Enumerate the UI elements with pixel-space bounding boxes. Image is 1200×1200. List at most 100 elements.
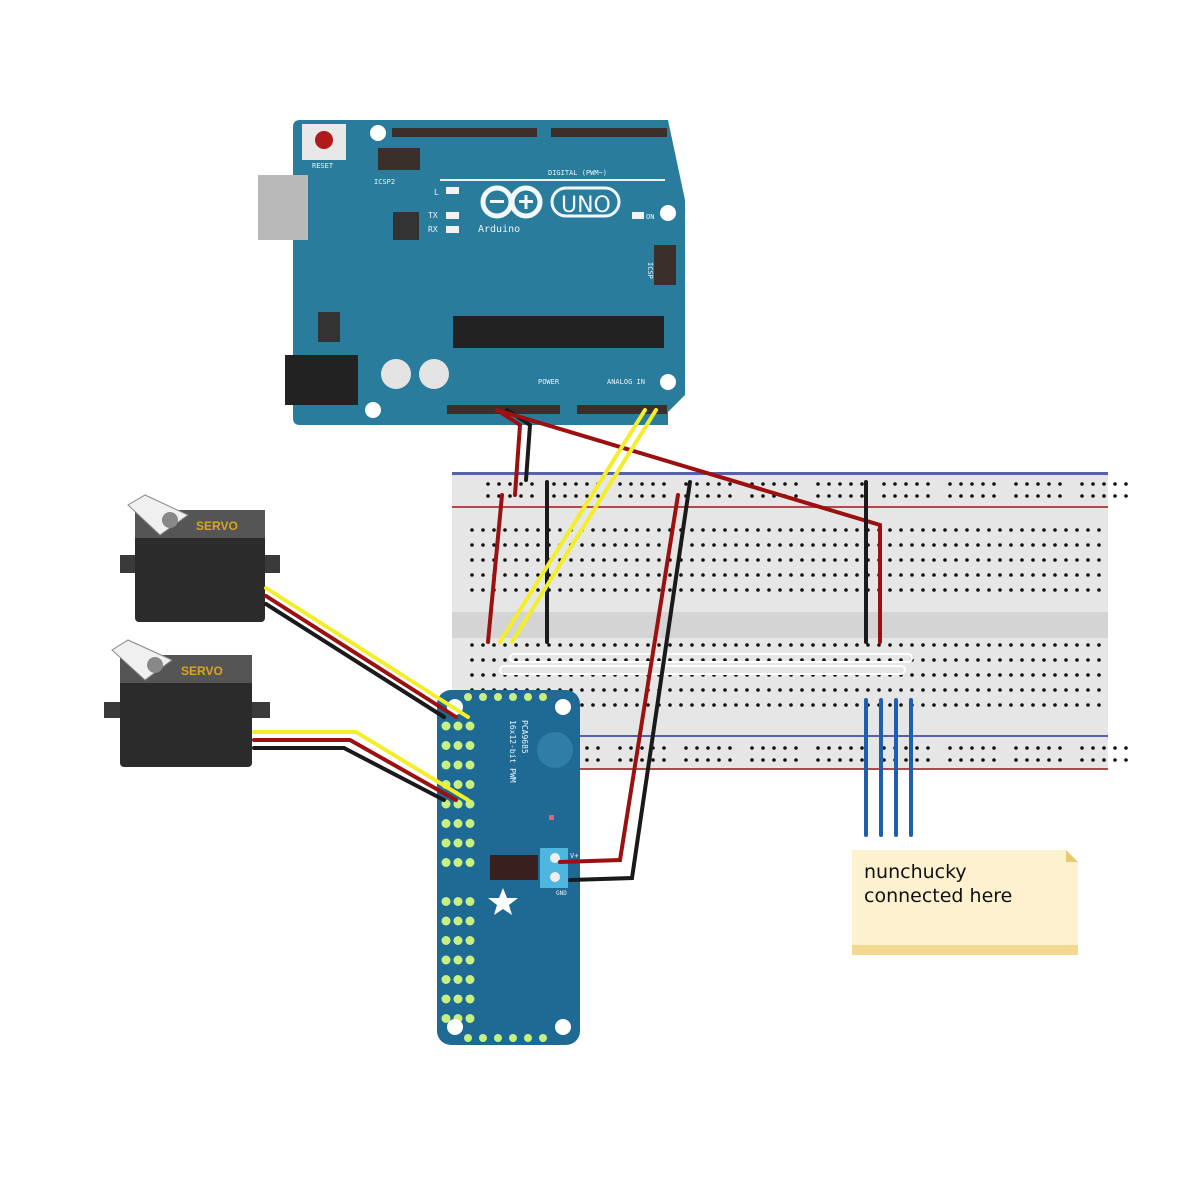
breadboard-hole	[943, 543, 947, 547]
icsp2-label: ICSP2	[374, 178, 395, 186]
breadboard-hole	[536, 573, 540, 577]
breadboard-hole	[844, 658, 848, 662]
breadboard-hole	[679, 658, 683, 662]
breadboard-hole	[822, 573, 826, 577]
breadboard-hole	[756, 588, 760, 592]
breadboard-hole	[998, 658, 1002, 662]
breadboard-hole	[613, 528, 617, 532]
pwm-pin-pad	[441, 955, 451, 965]
breadboard-hole	[1031, 673, 1035, 677]
power-label: POWER	[538, 378, 560, 386]
breadboard-hole	[1020, 528, 1024, 532]
rail-hole	[1036, 758, 1040, 762]
pwm-pin-pad	[453, 819, 463, 828]
breadboard-hole	[998, 673, 1002, 677]
rail-hole	[761, 482, 765, 486]
breadboard-hole	[910, 558, 914, 562]
wire-scl	[510, 408, 658, 644]
breadboard-hole	[1064, 588, 1068, 592]
breadboard-hole	[613, 558, 617, 562]
breadboard-hole	[1042, 658, 1046, 662]
pwm-pin-pad	[465, 916, 475, 926]
breadboard-hole	[800, 658, 804, 662]
rail-hole	[585, 482, 589, 486]
led-tx-label: TX	[428, 211, 438, 220]
highlight-row	[509, 653, 913, 663]
breadboard-hole	[910, 528, 914, 532]
breadboard-hole	[701, 528, 705, 532]
breadboard-hole	[789, 658, 793, 662]
rail-line-blue-top	[452, 472, 1108, 475]
rail-hole	[706, 746, 710, 750]
breadboard-hole	[679, 688, 683, 692]
rail-hole	[1091, 494, 1095, 498]
breadboard-hole	[591, 658, 595, 662]
rail-hole	[585, 494, 589, 498]
breadboard-hole	[580, 543, 584, 547]
breadboard-hole	[602, 703, 606, 707]
breadboard-hole	[723, 658, 727, 662]
breadboard-hole	[965, 573, 969, 577]
breadboard-hole	[646, 703, 650, 707]
rail-hole	[783, 758, 787, 762]
breadboard-hole	[756, 658, 760, 662]
board-title: 16x12-bit PWM	[508, 720, 517, 783]
header-pad	[479, 1034, 487, 1042]
pwm-pin-pad	[453, 741, 463, 750]
breadboard-hole	[954, 703, 958, 707]
breadboard-hole	[470, 573, 474, 577]
breadboard-hole	[932, 558, 936, 562]
breadboard-hole	[514, 573, 518, 577]
breadboard-hole	[877, 643, 881, 647]
header-pad	[479, 693, 487, 701]
header-pad	[539, 1034, 547, 1042]
breadboard-hole	[701, 658, 705, 662]
breadboard-hole	[657, 543, 661, 547]
pwm-pin-pad	[441, 721, 451, 731]
rail-hole	[915, 494, 919, 498]
breadboard-hole	[1086, 543, 1090, 547]
breadboard-hole	[492, 658, 496, 662]
rail-line-red-bottom	[452, 768, 1108, 770]
rail-hole	[717, 758, 721, 762]
breadboard-hole	[1020, 573, 1024, 577]
atmega-chip	[453, 316, 664, 348]
rail-hole	[981, 746, 985, 750]
breadboard-hole	[558, 643, 562, 647]
rail-hole	[1102, 494, 1106, 498]
breadboard-hole	[1086, 703, 1090, 707]
pwm-pin-pad	[453, 838, 463, 848]
led-l-label: L	[434, 188, 439, 197]
breadboard-hole	[811, 703, 815, 707]
vplus-label: V+	[570, 852, 578, 860]
breadboard-hole	[1075, 573, 1079, 577]
breadboard-hole	[778, 588, 782, 592]
breadboard-hole	[492, 528, 496, 532]
rail-hole	[1025, 758, 1029, 762]
rail-hole	[519, 482, 523, 486]
rail-hole	[1080, 494, 1084, 498]
breadboard-hole	[492, 673, 496, 677]
rail-hole	[1124, 494, 1128, 498]
breadboard-hole	[1031, 703, 1035, 707]
breadboard-hole	[547, 658, 551, 662]
breadboard-hole	[833, 658, 837, 662]
breadboard-hole	[888, 573, 892, 577]
rail-hole	[695, 482, 699, 486]
breadboard-hole	[899, 658, 903, 662]
breadboard-hole	[624, 658, 628, 662]
breadboard-hole	[624, 643, 628, 647]
analog-header	[577, 405, 667, 414]
breadboard-hole	[778, 573, 782, 577]
breadboard-hole	[998, 573, 1002, 577]
breadboard-hole	[481, 588, 485, 592]
rail-hole	[904, 746, 908, 750]
rail-hole	[552, 482, 556, 486]
breadboard-hole	[976, 558, 980, 562]
rail-hole	[662, 746, 666, 750]
rail-hole	[1102, 746, 1106, 750]
breadboard-hole	[932, 528, 936, 532]
breadboard-hole	[613, 543, 617, 547]
breadboard-hole	[767, 643, 771, 647]
rail-hole	[849, 482, 853, 486]
